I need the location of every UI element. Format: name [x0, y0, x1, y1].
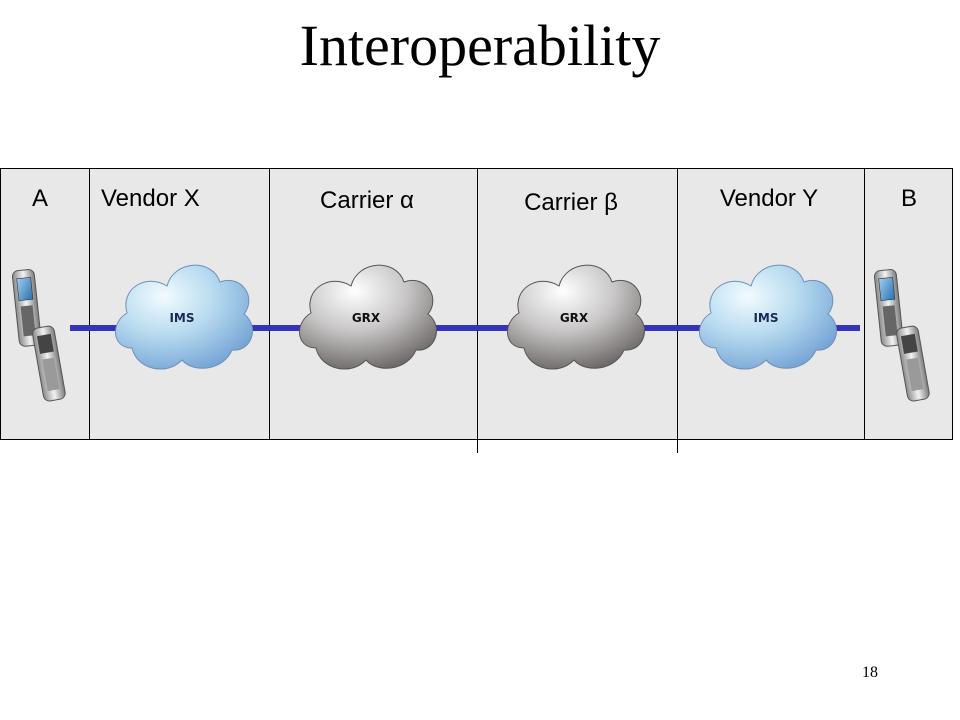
zone-borders — [0, 168, 953, 453]
zone-label-carrier-alpha: Carrier α — [320, 187, 414, 214]
cloud-label-ims: IMS — [169, 311, 194, 325]
zone-label-b: B — [901, 185, 917, 212]
mobile-phones-icon — [11, 269, 66, 402]
zone-label-vendor-x: Vendor X — [101, 185, 200, 212]
cloud-ims-vendor-y: IMS — [699, 264, 838, 370]
cloud-label-grx: GRX — [560, 311, 589, 325]
page-number: 18 — [862, 664, 878, 681]
cloud-grx-carrier-alpha: GRX — [299, 264, 438, 370]
zone-label-a: A — [32, 185, 48, 212]
cloud-label-grx: GRX — [352, 311, 381, 325]
zone-label-vendor-y: Vendor Y — [720, 185, 818, 212]
cloud-ims-vendor-x: IMS — [115, 264, 254, 370]
slide-title: Interoperability — [299, 13, 661, 78]
cloud-grx-carrier-beta: GRX — [507, 264, 646, 370]
mobile-phones-icon — [873, 269, 930, 402]
cloud-label-ims: IMS — [753, 311, 778, 325]
zone-label-carrier-beta: Carrier β — [524, 189, 618, 216]
